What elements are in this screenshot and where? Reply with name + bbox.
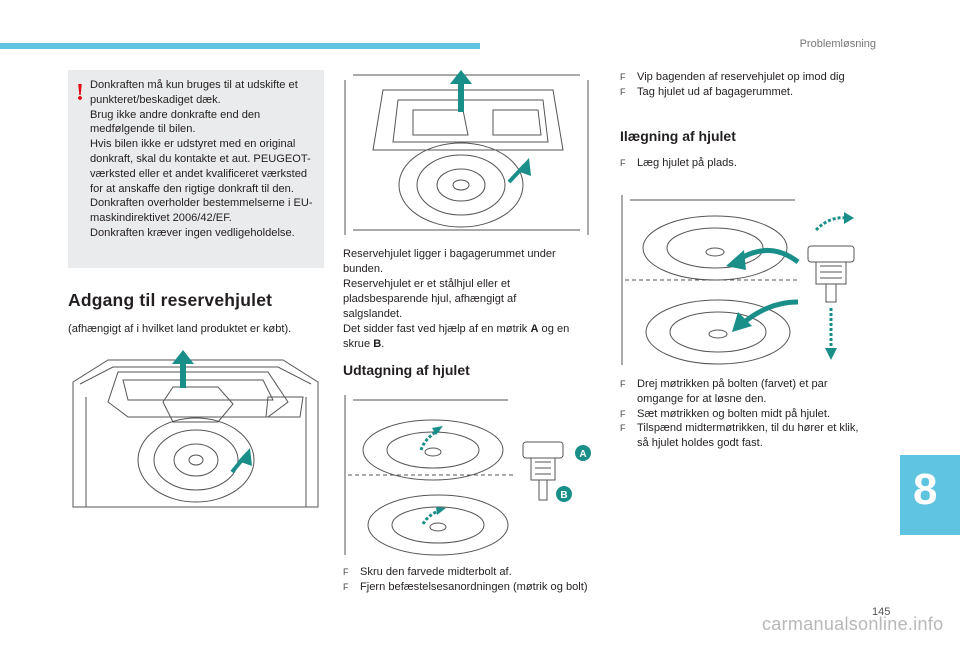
figure-install — [620, 190, 864, 368]
access-title: Adgang til reservehjulet — [68, 290, 273, 310]
svg-text:A: A — [579, 449, 586, 460]
figure-removal: A B — [343, 390, 591, 558]
page-number: 145 — [872, 606, 891, 618]
header-accent-bar — [0, 43, 480, 49]
install-title: Ilægning af hjulet — [620, 128, 736, 144]
warning-box: ! Donkraften må kun bruges til at udskif… — [68, 70, 324, 268]
warning-icon: ! — [76, 80, 84, 106]
arrow-curved-icon — [726, 248, 800, 270]
arrow-up-icon — [450, 70, 472, 112]
access-note: (afhængigt af i hvilket land produktet e… — [68, 323, 292, 335]
label-a-badge: A — [575, 445, 591, 461]
arrow-dashed-down-icon — [825, 308, 837, 360]
chapter-tab: 8 — [900, 455, 960, 535]
figure-trunk-floor — [343, 70, 590, 240]
figure-trunk-open — [68, 342, 324, 512]
arrow-diagonal-icon — [230, 448, 252, 474]
arrow-curved-icon — [421, 507, 446, 525]
spare-description: Reservehjulet ligger i bagagerummet unde… — [343, 248, 570, 350]
removal-title: Udtagning af hjulet — [343, 362, 470, 378]
svg-text:B: B — [560, 490, 567, 501]
chapter-number: 8 — [913, 465, 938, 514]
warning-text: Donkraften må kun bruges til at udskifte… — [90, 79, 313, 239]
watermark: carmanualsonline.info — [762, 614, 944, 634]
section-title: Problemløsning — [799, 38, 876, 50]
arrow-diagonal-icon — [507, 158, 531, 184]
label-b-badge: B — [556, 486, 572, 502]
arrow-curved-icon — [732, 299, 799, 332]
arrow-curved-icon — [419, 426, 443, 451]
arrow-up-icon — [172, 350, 194, 388]
arrow-dashed-right-icon — [814, 212, 854, 232]
